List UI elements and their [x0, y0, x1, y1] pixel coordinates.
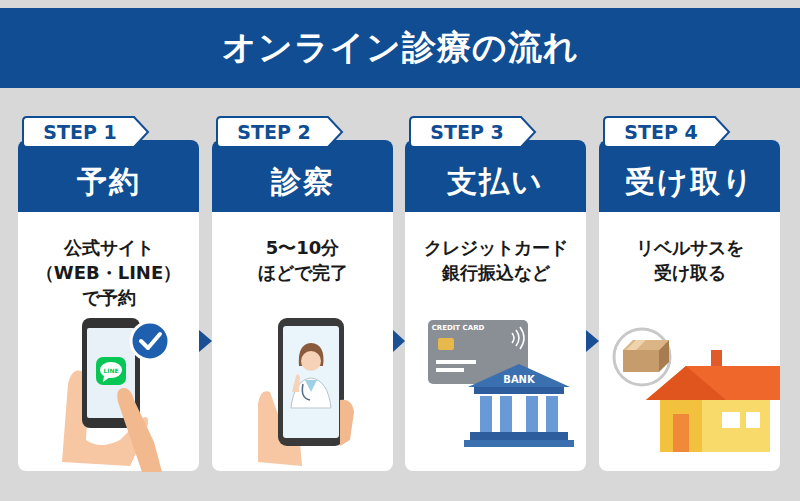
step-number: STEP 1 [43, 116, 116, 148]
step-card: 公式サイト （WEB・LINE） で予約STEP 1予約 [18, 140, 199, 471]
flow-arrow [586, 330, 599, 352]
tag-outline [23, 117, 148, 147]
step-header: 受け取り [599, 140, 780, 212]
diagram-title: オンライン診療の流れ [222, 25, 579, 71]
tag-outline [604, 117, 729, 147]
description-text: リベルサスを 受け取る [615, 235, 765, 285]
step-description: 5〜10分 ほどで完了 [212, 235, 393, 285]
step-card: クレジットカード 銀行振込などSTEP 3支払い [405, 140, 586, 471]
step-card: リベルサスを 受け取るSTEP 4受け取り [599, 140, 780, 471]
step-header: 予約 [18, 140, 199, 212]
step-tag: STEP 2 [216, 116, 344, 148]
step-title: 支払い [447, 162, 544, 202]
step-header: 診察 [212, 140, 393, 212]
description-text: 公式サイト （WEB・LINE） で予約 [34, 235, 184, 310]
title-band: オンライン診療の流れ [0, 8, 800, 88]
step-description: 公式サイト （WEB・LINE） で予約 [18, 235, 199, 310]
flow-arrow [393, 330, 405, 352]
illustration-label: CREDIT CARD [432, 324, 485, 332]
step-number: STEP 3 [430, 116, 503, 148]
description-text: クレジットカード 銀行振込など [421, 235, 571, 285]
description-text: 5〜10分 ほどで完了 [228, 235, 378, 285]
step-card: 5〜10分 ほどで完了STEP 2診察 [212, 140, 393, 471]
step-number: STEP 4 [624, 116, 697, 148]
flow-arrow [199, 330, 212, 352]
step-tag: STEP 3 [409, 116, 537, 148]
step-description: リベルサスを 受け取る [599, 235, 780, 285]
step-tag: STEP 4 [603, 116, 731, 148]
step-title: 予約 [77, 162, 141, 202]
tag-outline [410, 117, 535, 147]
step-number: STEP 2 [237, 116, 310, 148]
illustration-label: LINE [103, 367, 118, 374]
illustration-label: BANK [503, 374, 534, 385]
step-tag: STEP 1 [22, 116, 150, 148]
step-title: 診察 [271, 162, 335, 202]
step-title: 受け取り [625, 162, 755, 202]
step-description: クレジットカード 銀行振込など [405, 235, 586, 285]
step-header: 支払い [405, 140, 586, 212]
tag-outline [217, 117, 342, 147]
